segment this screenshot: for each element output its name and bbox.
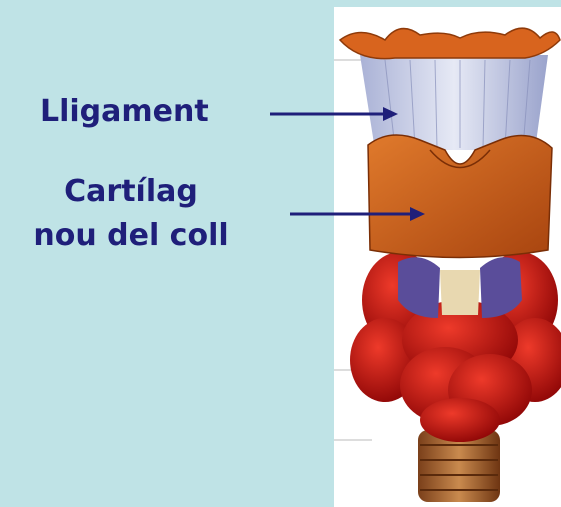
thyroid-cartilage [368, 135, 552, 257]
cricothyroid-muscles [398, 257, 522, 318]
cartilage-label-line2: nou del coll [0, 214, 262, 258]
cartilage-label-line1: Cartílag [0, 170, 262, 214]
ligament-label: Lligament [40, 90, 209, 134]
hyoid-bone [340, 28, 560, 58]
cartilage-label: Cartílag nou del coll [0, 170, 262, 258]
